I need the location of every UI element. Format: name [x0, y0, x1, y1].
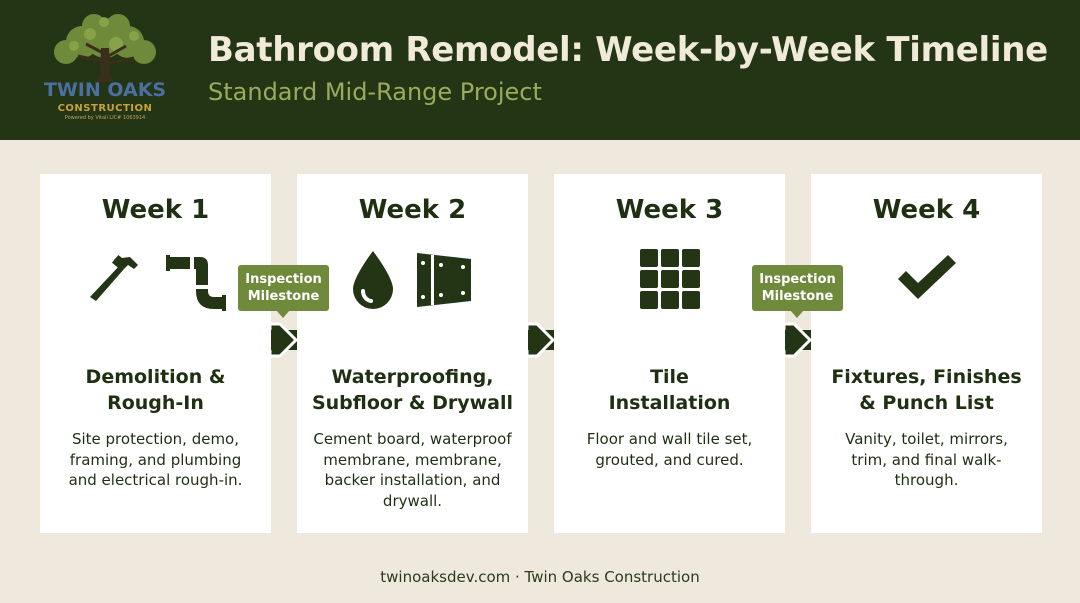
inspection-milestone-badge: Inspection Milestone — [752, 265, 843, 318]
task-line: Tile — [650, 366, 689, 388]
week-4-task: Fixtures, Finishes & Punch List — [819, 364, 1034, 416]
week-3-description: Floor and wall tile set, grouted, and cu… — [586, 430, 753, 469]
footer-credit: twinoaksdev.com · Twin Oaks Construction — [380, 568, 700, 586]
task-line: Installation — [608, 392, 731, 414]
badge-line: Inspection — [759, 272, 836, 287]
logo-tagline: CONSTRUCTION — [57, 103, 153, 114]
header-banner: TWIN OAKS CONSTRUCTION Powered by Vitali… — [0, 0, 1080, 140]
week-1-description: Site protection, demo, framing, and plum… — [68, 430, 243, 489]
inspection-milestone-badge: Inspection Milestone — [238, 265, 329, 318]
week-2-description: Cement board, waterproof membrane, membr… — [313, 430, 512, 510]
badge-line: Milestone — [761, 289, 834, 304]
week-4-card: Week 4 Fixtures, Finishes & Punch List V… — [811, 174, 1042, 533]
week-2-card: Week 2 Waterproofing, Subfloor & Drywall… — [297, 174, 528, 533]
hammer-icon — [89, 254, 138, 301]
task-line: Subfloor & Drywall — [311, 392, 514, 414]
week-1-icons — [40, 244, 271, 314]
week-3-icons — [554, 244, 785, 314]
badge-line: Milestone — [247, 289, 320, 304]
week-label: Week 3 — [615, 195, 724, 225]
water-drop-icon — [352, 251, 393, 309]
tile-grid-icon — [639, 249, 700, 309]
week-1-card: Week 1 Demolition & Rough-In Site protec… — [40, 174, 271, 533]
logo-small-print: Powered by Vitali LIC# 1063914 — [64, 115, 146, 121]
page-title: Bathroom Remodel: Week-by-Week Timeline — [208, 30, 1048, 70]
checkmark-icon — [897, 255, 956, 299]
company-logo: TWIN OAKS CONSTRUCTION Powered by Vitali… — [38, 14, 172, 126]
week-label: Week 2 — [358, 195, 467, 225]
badge-pointer — [790, 310, 804, 318]
week-3-task: Tile Installation — [562, 364, 777, 416]
badge-line: Inspection — [245, 272, 322, 287]
week-label: Week 1 — [101, 195, 210, 225]
badge-pointer — [276, 310, 290, 318]
week-4-icons — [811, 244, 1042, 314]
task-line: Waterproofing, — [331, 366, 494, 388]
week-label: Week 4 — [872, 195, 981, 225]
week-2-task: Waterproofing, Subfloor & Drywall — [305, 364, 520, 416]
pipe-icon — [165, 255, 226, 311]
week-4-description: Vanity, toilet, mirrors, trim, and final… — [845, 430, 1008, 489]
task-line: Demolition & — [85, 366, 226, 388]
week-3-card: Week 3 Tile Installation Floor and wall … — [554, 174, 785, 533]
task-line: & Punch List — [859, 392, 994, 414]
week-2-icons — [297, 244, 528, 314]
panel-icon — [416, 253, 471, 307]
oak-tree-icon — [54, 14, 156, 82]
week-1-task: Demolition & Rough-In — [48, 364, 263, 416]
logo-wordmark: TWIN OAKS — [43, 79, 167, 101]
task-line: Rough-In — [107, 392, 204, 414]
task-line: Fixtures, Finishes — [831, 366, 1022, 388]
page-subtitle: Standard Mid-Range Project — [208, 78, 542, 106]
